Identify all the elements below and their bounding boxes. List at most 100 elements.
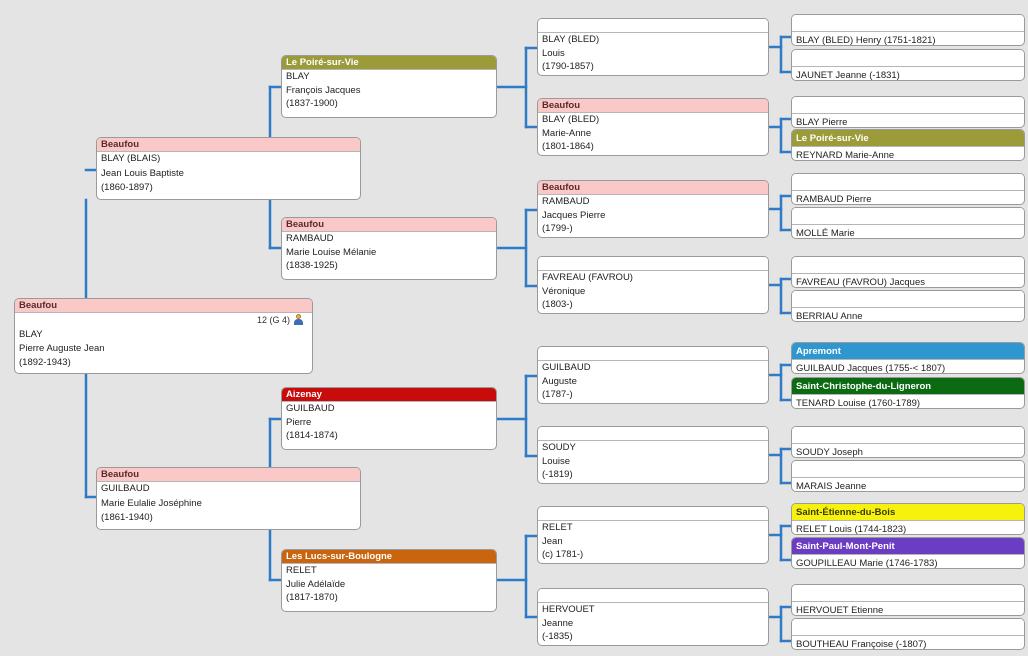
card-generation4-15[interactable]: BOUTHEAU Françoise (-1807) [791, 618, 1025, 650]
card-generation3-3[interactable]: FAVREAU (FAVROU)Véronique(1803-) [537, 256, 769, 314]
place-header [792, 174, 1024, 191]
life-dates: (1790-1857) [542, 61, 594, 72]
surname: BLAY [19, 329, 43, 340]
person-name: FAVREAU (FAVROU) Jacques [796, 277, 925, 288]
given-names: Marie Louise Mélanie [286, 246, 377, 258]
surname: RELET [286, 565, 317, 576]
life-dates: (1861-1940) [101, 512, 153, 523]
card-generation3-4[interactable]: GUILBAUD Auguste (1787-) [537, 346, 769, 404]
surname: GUILBAUD [542, 362, 591, 373]
surname: RAMBAUD [286, 233, 334, 244]
card-generation4-7[interactable]: BERRIAU Anne [791, 290, 1025, 322]
surname: BLAY [286, 71, 310, 82]
card-generation4-11[interactable]: MARAIS Jeanne [791, 460, 1025, 492]
card-generation4-5[interactable]: MOLLÉ Marie [791, 207, 1025, 239]
given-names: Julie Adélaïde [286, 578, 346, 590]
place-header [538, 257, 768, 271]
card-generation4-10[interactable]: SOUDY Joseph [791, 426, 1025, 458]
sosa-number: 12 (G 4) [256, 315, 290, 325]
surname: SOUDY [542, 442, 576, 453]
place-header: Les Lucs-sur-Boulogne [282, 550, 496, 564]
person-name: GOUPILLEAU Marie (1746-1783) [796, 558, 938, 569]
surname: FAVREAU (FAVROU) [542, 272, 633, 283]
given-names: Pierre Auguste Jean [19, 343, 105, 354]
life-dates: (1892-1943) [19, 357, 71, 368]
life-dates: (1838-1925) [286, 260, 338, 271]
card-generation3-0[interactable]: BLAY (BLED)Louis(1790-1857) [537, 18, 769, 76]
card-generation4-2[interactable]: BLAY Pierre [791, 96, 1025, 128]
person-name: BLAY Pierre [796, 117, 848, 128]
life-dates: (1787-) [542, 389, 573, 400]
place-header: Le Poiré-sur-Vie [792, 130, 1024, 147]
place-header [792, 15, 1024, 32]
life-dates: (1814-1874) [286, 430, 338, 441]
given-names: Jean [542, 535, 563, 547]
person-name: SOUDY Joseph [796, 447, 863, 458]
life-dates: (c) 1781-) [542, 549, 584, 560]
given-names: Jeanne [542, 617, 574, 629]
life-dates: (1837-1900) [286, 98, 338, 109]
place-header [792, 461, 1024, 478]
person-name: BERRIAU Anne [796, 311, 863, 322]
person-name: REYNARD Marie-Anne [796, 150, 895, 161]
person-name: TENARD Louise (1760-1789) [796, 398, 921, 409]
place-header [792, 50, 1024, 67]
person-name: HERVOUET Etienne [796, 605, 884, 616]
place-header: Apremont [792, 343, 1024, 360]
place-header [538, 589, 768, 603]
given-names: Jacques Pierre [542, 209, 606, 221]
card-generation3-5[interactable]: SOUDY Louise (-1819) [537, 426, 769, 484]
place-header: Saint-Étienne-du-Bois [792, 504, 1024, 521]
life-dates: (1799-) [542, 223, 573, 234]
person-name: BLAY (BLED) Henry (1751-1821) [796, 35, 936, 46]
card-generation4-14[interactable]: HERVOUET Etienne [791, 584, 1025, 616]
surname: BLAY (BLAIS) [101, 153, 161, 164]
person-name: BOUTHEAU Françoise (-1807) [796, 639, 927, 650]
place-header [792, 257, 1024, 274]
given-names: Louise [542, 455, 570, 467]
sosa-info: 12 (G 4) [15, 313, 312, 328]
place-header [792, 619, 1024, 636]
given-names: Auguste [542, 375, 577, 387]
life-dates: (1860-1897) [101, 182, 153, 193]
person-name: MOLLÉ Marie [796, 228, 855, 239]
life-dates: (-1819) [542, 469, 573, 480]
place-header [538, 507, 768, 521]
person-name: JAUNET Jeanne (-1831) [796, 70, 900, 81]
place-header [538, 427, 768, 441]
card-generation4-1[interactable]: JAUNET Jeanne (-1831) [791, 49, 1025, 81]
person-icon [293, 314, 304, 325]
person-name: MARAIS Jeanne [796, 481, 867, 492]
card-generation4-0[interactable]: BLAY (BLED) Henry (1751-1821) [791, 14, 1025, 46]
given-names: Pierre [286, 416, 312, 428]
given-names: Véronique [542, 285, 586, 297]
given-names: Marie Eulalie Joséphine [101, 497, 202, 509]
card-generation4-4[interactable]: RAMBAUD Pierre [791, 173, 1025, 205]
place-header [792, 427, 1024, 444]
place-header: Aizenay [282, 388, 496, 402]
place-header [792, 208, 1024, 225]
given-names: Marie-Anne [542, 127, 592, 139]
given-names: Louis [542, 47, 565, 59]
life-dates: (-1835) [542, 631, 573, 642]
place-header [792, 97, 1024, 114]
place-header: Beaufou [97, 138, 360, 152]
life-dates: (1817-1870) [286, 592, 338, 603]
card-generation4-6[interactable]: FAVREAU (FAVROU) Jacques [791, 256, 1025, 288]
